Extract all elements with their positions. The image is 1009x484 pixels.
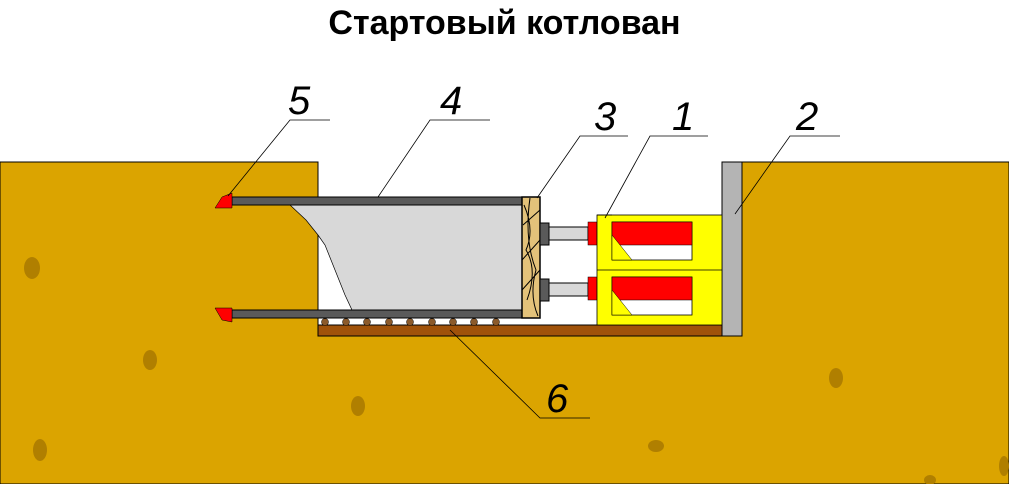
leader-lines [227,119,840,419]
label-1: 1 [672,95,694,139]
label-2: 2 [795,95,818,139]
label-6: 6 [546,377,569,421]
label-4: 4 [440,79,462,123]
base-plate [317,324,723,337]
pipe-bottom [231,309,523,319]
wood-grain [521,197,541,317]
cutting-tip-bottom [214,307,233,323]
wood-pad [521,196,541,319]
page-title: Стартовый котлован [328,4,681,42]
jack-frame [596,214,723,326]
back-wall [721,161,743,337]
label-3: 3 [594,95,616,139]
soil-spots [24,257,1009,484]
cutting-tip-top [214,192,233,209]
rollers [321,318,500,326]
label-5: 5 [288,79,311,123]
pipe-top [231,196,523,206]
concrete-pipe-section [289,204,523,311]
jack-rods [539,221,598,302]
